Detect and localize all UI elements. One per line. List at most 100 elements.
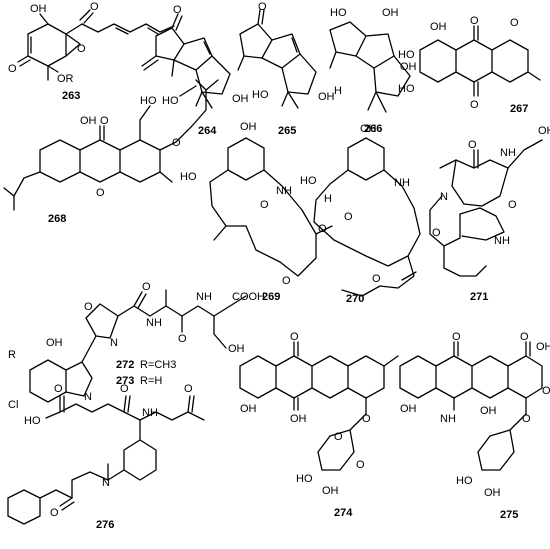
atom-label: NH — [494, 235, 510, 247]
atom-label: OH — [30, 3, 47, 15]
atom-label: O — [290, 331, 299, 343]
structure-268: OH O HO O O 268 — [3, 79, 219, 225]
atom-label: O — [96, 187, 105, 199]
substituent-273: R=H — [140, 375, 162, 387]
atom-label: O — [362, 413, 371, 425]
atom-label: O — [142, 281, 151, 293]
structure-275: O O OH OH NH OH O O HO OH 275 — [399, 331, 550, 521]
atom-label: OH — [80, 115, 97, 127]
atom-label: O — [356, 459, 365, 471]
atom-label: O — [178, 333, 187, 345]
structure-276: O HO O NH O N O 276 — [7, 383, 205, 531]
atom-label: O — [54, 383, 63, 395]
atom-label: OH — [536, 341, 550, 353]
atom-label: NH — [276, 185, 292, 197]
atom-label: HO — [296, 473, 313, 485]
atom-label: O — [468, 139, 477, 151]
atom-label: OH — [480, 405, 497, 417]
structure-266: HO OH H OH 266 — [329, 7, 417, 135]
structure-263: OH O O O OR 263 — [8, 1, 175, 102]
atom-label: O — [282, 275, 291, 287]
atom-label: O — [84, 301, 93, 313]
atom-label: O — [520, 331, 529, 343]
compound-number-263: 263 — [62, 90, 80, 102]
atom-label: O — [173, 4, 182, 16]
atom-label: O — [100, 115, 109, 127]
structure-272-273: OH R Cl N O N O NH O NH COOH OH 272 R=CH… — [8, 281, 265, 411]
atom-label: Cl — [8, 399, 18, 411]
compound-number-274: 274 — [334, 507, 353, 519]
atom-label: NH — [500, 147, 516, 159]
atom-label: O — [470, 99, 479, 111]
atom-label: O — [120, 383, 129, 395]
atom-label: H — [324, 193, 332, 205]
compound-number-268: 268 — [48, 213, 66, 225]
atom-label: NH — [440, 413, 456, 425]
atom-label: OH — [400, 61, 417, 73]
atom-label: OH — [46, 337, 63, 349]
atom-label: OH — [322, 485, 339, 497]
atom-label: O — [542, 385, 550, 397]
atom-label: OH — [538, 125, 550, 137]
structure-270: OH HO H O NH O O 270 — [300, 123, 441, 305]
atom-label: O — [432, 227, 441, 239]
atom-label: O — [258, 1, 267, 13]
compound-number-267: 267 — [510, 103, 528, 115]
atom-label: OH — [360, 123, 377, 135]
compound-number-276: 276 — [96, 519, 114, 531]
atom-label: COOH — [232, 291, 265, 303]
atom-label: OH — [382, 7, 399, 19]
atom-label: OH — [400, 403, 417, 415]
atom-label: OH — [240, 121, 257, 133]
atom-label: R — [8, 349, 16, 361]
atom-label: O — [260, 199, 269, 211]
atom-label: OH — [228, 343, 245, 355]
compound-number-270: 270 — [346, 293, 364, 305]
atom-label: HO — [162, 95, 179, 107]
atom-label: HO — [24, 415, 41, 427]
atom-label: OH — [430, 21, 447, 33]
atom-label: HO — [330, 7, 347, 19]
atom-label: O — [372, 273, 381, 285]
atom-label: OH — [290, 413, 307, 425]
atom-label: O — [522, 413, 531, 425]
atom-label: N — [102, 477, 110, 489]
structure-271: O NH OH N O NH 271 — [429, 125, 550, 303]
atom-label: OH — [240, 403, 257, 415]
structure-274: O OH OH O O HO OH O 274 — [239, 331, 399, 519]
atom-label: NH — [146, 317, 162, 329]
atom-label: O — [8, 63, 17, 75]
atom-label: H — [334, 85, 342, 97]
atom-label: O — [334, 431, 343, 443]
atom-label: O — [184, 383, 193, 395]
atom-label: O — [77, 43, 86, 55]
compound-number-264: 264 — [198, 125, 217, 137]
atom-label: NH — [142, 407, 158, 419]
substituent-272: R=CH3 — [140, 359, 176, 371]
atom-label: O — [172, 137, 181, 149]
compound-number-273: 273 — [116, 375, 134, 387]
atom-label: HO — [456, 475, 473, 487]
atom-label: HO — [180, 171, 197, 183]
structure-264: O HO OH 264 — [141, 4, 249, 137]
structure-265: O HO OH 265 — [237, 1, 335, 137]
atom-label: O — [510, 17, 519, 29]
atom-label: OH — [318, 91, 335, 103]
atom-label: HO — [398, 83, 415, 95]
compound-number-272: 272 — [116, 359, 134, 371]
structure-267: OH O O HO HO O 267 — [398, 15, 541, 115]
structure-269: OH HO O NH O O 269 — [180, 121, 333, 303]
atom-label: O — [50, 507, 59, 519]
atom-label: N — [84, 391, 92, 403]
compound-number-269: 269 — [262, 291, 280, 303]
atom-label: O — [344, 211, 353, 223]
atom-label: N — [110, 337, 118, 349]
atom-label: N — [440, 191, 448, 203]
atom-label: OR — [57, 73, 74, 85]
compound-number-265: 265 — [278, 125, 296, 137]
atom-label: OH — [232, 93, 249, 105]
compound-number-275: 275 — [500, 509, 518, 521]
atom-label: HO — [398, 49, 415, 61]
compound-number-271: 271 — [470, 291, 488, 303]
